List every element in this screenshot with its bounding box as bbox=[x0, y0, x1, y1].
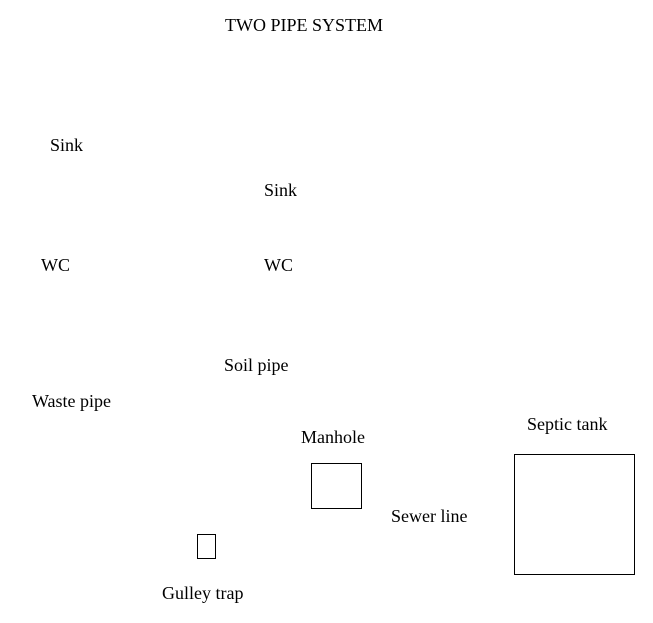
label-wc-right: WC bbox=[264, 255, 293, 275]
label-sink-left: Sink bbox=[50, 135, 84, 155]
label-sewer-line: Sewer line bbox=[391, 506, 468, 526]
label-sink-right: Sink bbox=[264, 180, 298, 200]
gulley-trap-box bbox=[197, 534, 216, 559]
diagram-title: TWO PIPE SYSTEM bbox=[225, 15, 384, 35]
label-wc-left: WC bbox=[41, 255, 70, 275]
label-manhole: Manhole bbox=[301, 427, 365, 447]
label-septic-tank: Septic tank bbox=[527, 414, 608, 434]
label-soil-pipe: Soil pipe bbox=[224, 355, 289, 375]
label-gulley-trap: Gulley trap bbox=[162, 583, 244, 603]
label-waste-pipe: Waste pipe bbox=[32, 391, 112, 411]
manhole-box bbox=[311, 463, 362, 509]
septic-tank-box bbox=[514, 454, 635, 575]
